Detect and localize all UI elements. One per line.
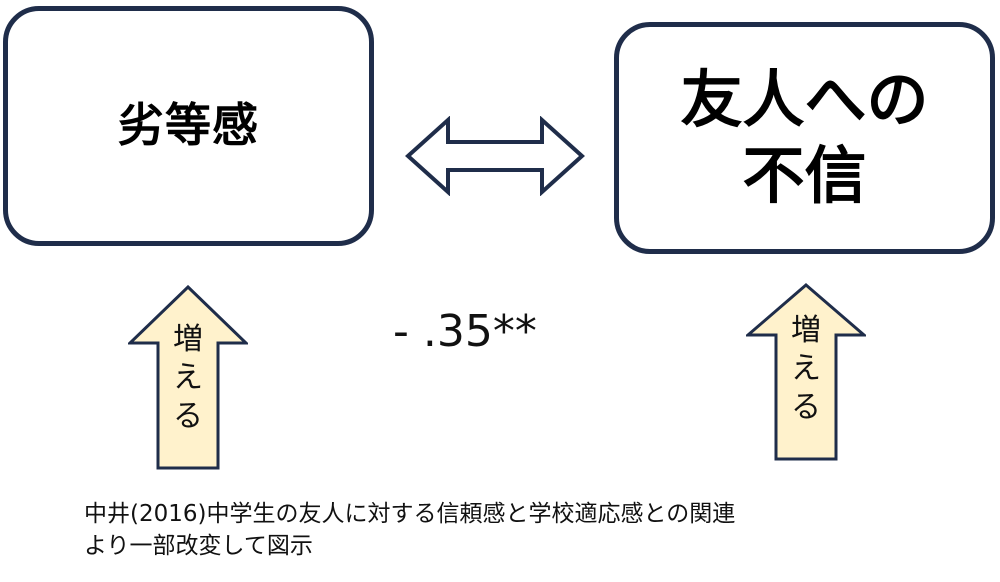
increase-arrow-right: 増 え る — [746, 283, 866, 461]
caption-line-2: より一部改変して図示 — [84, 533, 313, 559]
increase-char: る — [791, 389, 821, 425]
increase-arrow-left: 増 え る — [128, 285, 248, 470]
increase-char: る — [173, 398, 203, 434]
up-arrow-icon — [746, 283, 866, 461]
bidirectional-arrow-icon — [405, 116, 585, 196]
source-caption: 中井(2016)中学生の友人に対する信頼感と学校適応感との関連 より一部改変して… — [84, 498, 984, 562]
up-arrow-icon — [128, 285, 248, 470]
inferiority-label: 劣等感 — [118, 98, 259, 153]
increase-char: え — [173, 360, 203, 396]
correlation-coefficient: - .35** — [393, 306, 537, 357]
increase-char: 増 — [791, 313, 821, 348]
distrust-label-line-1: 友人への — [680, 63, 929, 137]
increase-label-left: 増 え る — [158, 321, 218, 436]
distrust-label-line-2: 不信 — [742, 139, 867, 212]
distrust-label: 友人への 不信 — [680, 62, 928, 213]
increase-label-right: 増 え る — [776, 312, 836, 427]
increase-char: え — [791, 351, 821, 387]
distrust-of-friends-box: 友人への 不信 — [614, 22, 995, 254]
increase-char: 増 — [173, 322, 203, 357]
inferiority-box: 劣等感 — [3, 6, 374, 246]
caption-line-1: 中井(2016)中学生の友人に対する信頼感と学校適応感との関連 — [84, 501, 736, 527]
